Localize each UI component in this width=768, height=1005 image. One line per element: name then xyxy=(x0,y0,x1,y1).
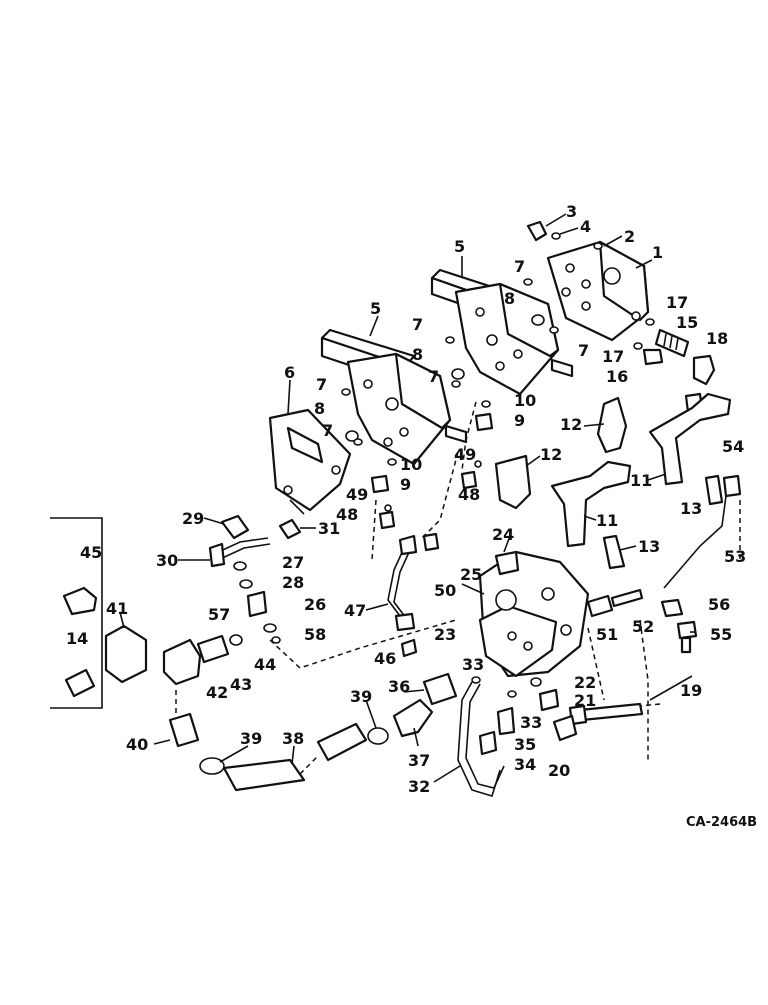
callout-17b: 17 xyxy=(602,347,624,366)
callout-17a: 17 xyxy=(666,293,688,312)
valve-section-2 xyxy=(430,268,574,396)
callout-11b: 11 xyxy=(596,511,618,530)
callout-10a: 10 xyxy=(514,391,536,410)
callout-9b: 9 xyxy=(400,475,411,494)
leader-lines xyxy=(119,213,696,783)
callout-35: 35 xyxy=(514,735,536,754)
fittings-center-lower xyxy=(400,638,578,797)
valve-section-3 xyxy=(320,328,468,466)
callout-28: 28 xyxy=(282,573,304,592)
callout-32: 32 xyxy=(408,777,430,796)
hose-47 xyxy=(387,532,440,632)
callout-5b: 5 xyxy=(370,299,381,318)
callout-49b: 49 xyxy=(346,485,368,504)
callout-14: 14 xyxy=(66,629,88,648)
callout-43: 43 xyxy=(230,675,252,694)
callout-31: 31 xyxy=(318,519,340,538)
callout-30: 30 xyxy=(156,551,178,570)
callout-41: 41 xyxy=(106,599,128,618)
callout-labels: 1 2 3 4 5 5 6 7 7 7 7 7 7 8 8 8 9 9 10 1… xyxy=(66,202,746,796)
callout-12b: 12 xyxy=(540,445,562,464)
callout-16: 16 xyxy=(606,367,628,386)
callout-29: 29 xyxy=(182,509,204,528)
piping-left xyxy=(208,514,302,644)
callout-34: 34 xyxy=(514,755,536,774)
callout-37: 37 xyxy=(408,751,430,770)
callout-51: 51 xyxy=(596,625,618,644)
control-housing xyxy=(478,550,590,678)
callout-42: 42 xyxy=(206,683,228,702)
callout-9a: 9 xyxy=(514,411,525,430)
callout-7b: 7 xyxy=(578,341,589,360)
levers xyxy=(494,392,732,570)
callout-55: 55 xyxy=(710,625,732,644)
callout-7d: 7 xyxy=(428,367,439,386)
callout-20: 20 xyxy=(548,761,570,780)
callout-8a: 8 xyxy=(504,289,515,308)
callout-33b: 33 xyxy=(520,713,542,732)
callout-48b: 48 xyxy=(336,505,358,524)
callout-48a: 48 xyxy=(458,485,480,504)
callout-40: 40 xyxy=(126,735,148,754)
fittings-right xyxy=(633,318,716,414)
callout-57: 57 xyxy=(208,605,230,624)
callout-36: 36 xyxy=(388,677,410,696)
callout-26: 26 xyxy=(304,595,326,614)
assembly-dash-lines xyxy=(175,401,741,775)
callout-13a: 13 xyxy=(680,499,702,518)
callout-24: 24 xyxy=(492,525,514,544)
linkage xyxy=(568,474,742,726)
callout-56: 56 xyxy=(708,595,730,614)
callout-23: 23 xyxy=(434,625,456,644)
callout-7f: 7 xyxy=(322,421,333,440)
callout-15: 15 xyxy=(676,313,698,332)
callout-54: 54 xyxy=(722,437,744,456)
callout-58: 58 xyxy=(304,625,326,644)
fittings-lower-left xyxy=(162,634,243,748)
callout-19: 19 xyxy=(680,681,702,700)
valve-section-1 xyxy=(546,240,650,342)
callout-45: 45 xyxy=(80,543,102,562)
end-cover xyxy=(268,408,352,512)
fittings-top xyxy=(341,220,603,530)
callout-38: 38 xyxy=(282,729,304,748)
callout-11a: 11 xyxy=(630,471,652,490)
fittings-lower-right xyxy=(586,588,698,654)
callout-13b: 13 xyxy=(638,537,660,556)
callout-7c: 7 xyxy=(412,315,423,334)
callout-52: 52 xyxy=(632,617,654,636)
callout-5a: 5 xyxy=(454,237,465,256)
callout-12a: 12 xyxy=(560,415,582,434)
callout-27: 27 xyxy=(282,553,304,572)
callout-53: 53 xyxy=(724,547,746,566)
callout-39a: 39 xyxy=(240,729,262,748)
callout-50: 50 xyxy=(434,581,456,600)
callout-39b: 39 xyxy=(350,687,372,706)
callout-18: 18 xyxy=(706,329,728,348)
callout-44: 44 xyxy=(254,655,276,674)
callout-1: 1 xyxy=(652,243,663,262)
callout-47: 47 xyxy=(344,601,366,620)
callout-4: 4 xyxy=(580,217,591,236)
drawing-code: CA-2464B xyxy=(686,815,757,830)
callout-8c: 8 xyxy=(314,399,325,418)
hoses-lower xyxy=(199,698,434,792)
callout-21: 21 xyxy=(574,691,596,710)
callout-3: 3 xyxy=(566,202,577,221)
callout-25: 25 xyxy=(460,565,482,584)
callout-7a: 7 xyxy=(514,257,525,276)
callout-49a: 49 xyxy=(454,445,476,464)
inset-box xyxy=(50,517,148,709)
callout-10b: 10 xyxy=(400,455,422,474)
callout-7e: 7 xyxy=(316,375,327,394)
callout-8b: 8 xyxy=(412,345,423,364)
callout-22: 22 xyxy=(574,673,596,692)
callout-33a: 33 xyxy=(462,655,484,674)
callout-2: 2 xyxy=(624,227,635,246)
callout-6: 6 xyxy=(284,363,295,382)
callout-46: 46 xyxy=(374,649,396,668)
